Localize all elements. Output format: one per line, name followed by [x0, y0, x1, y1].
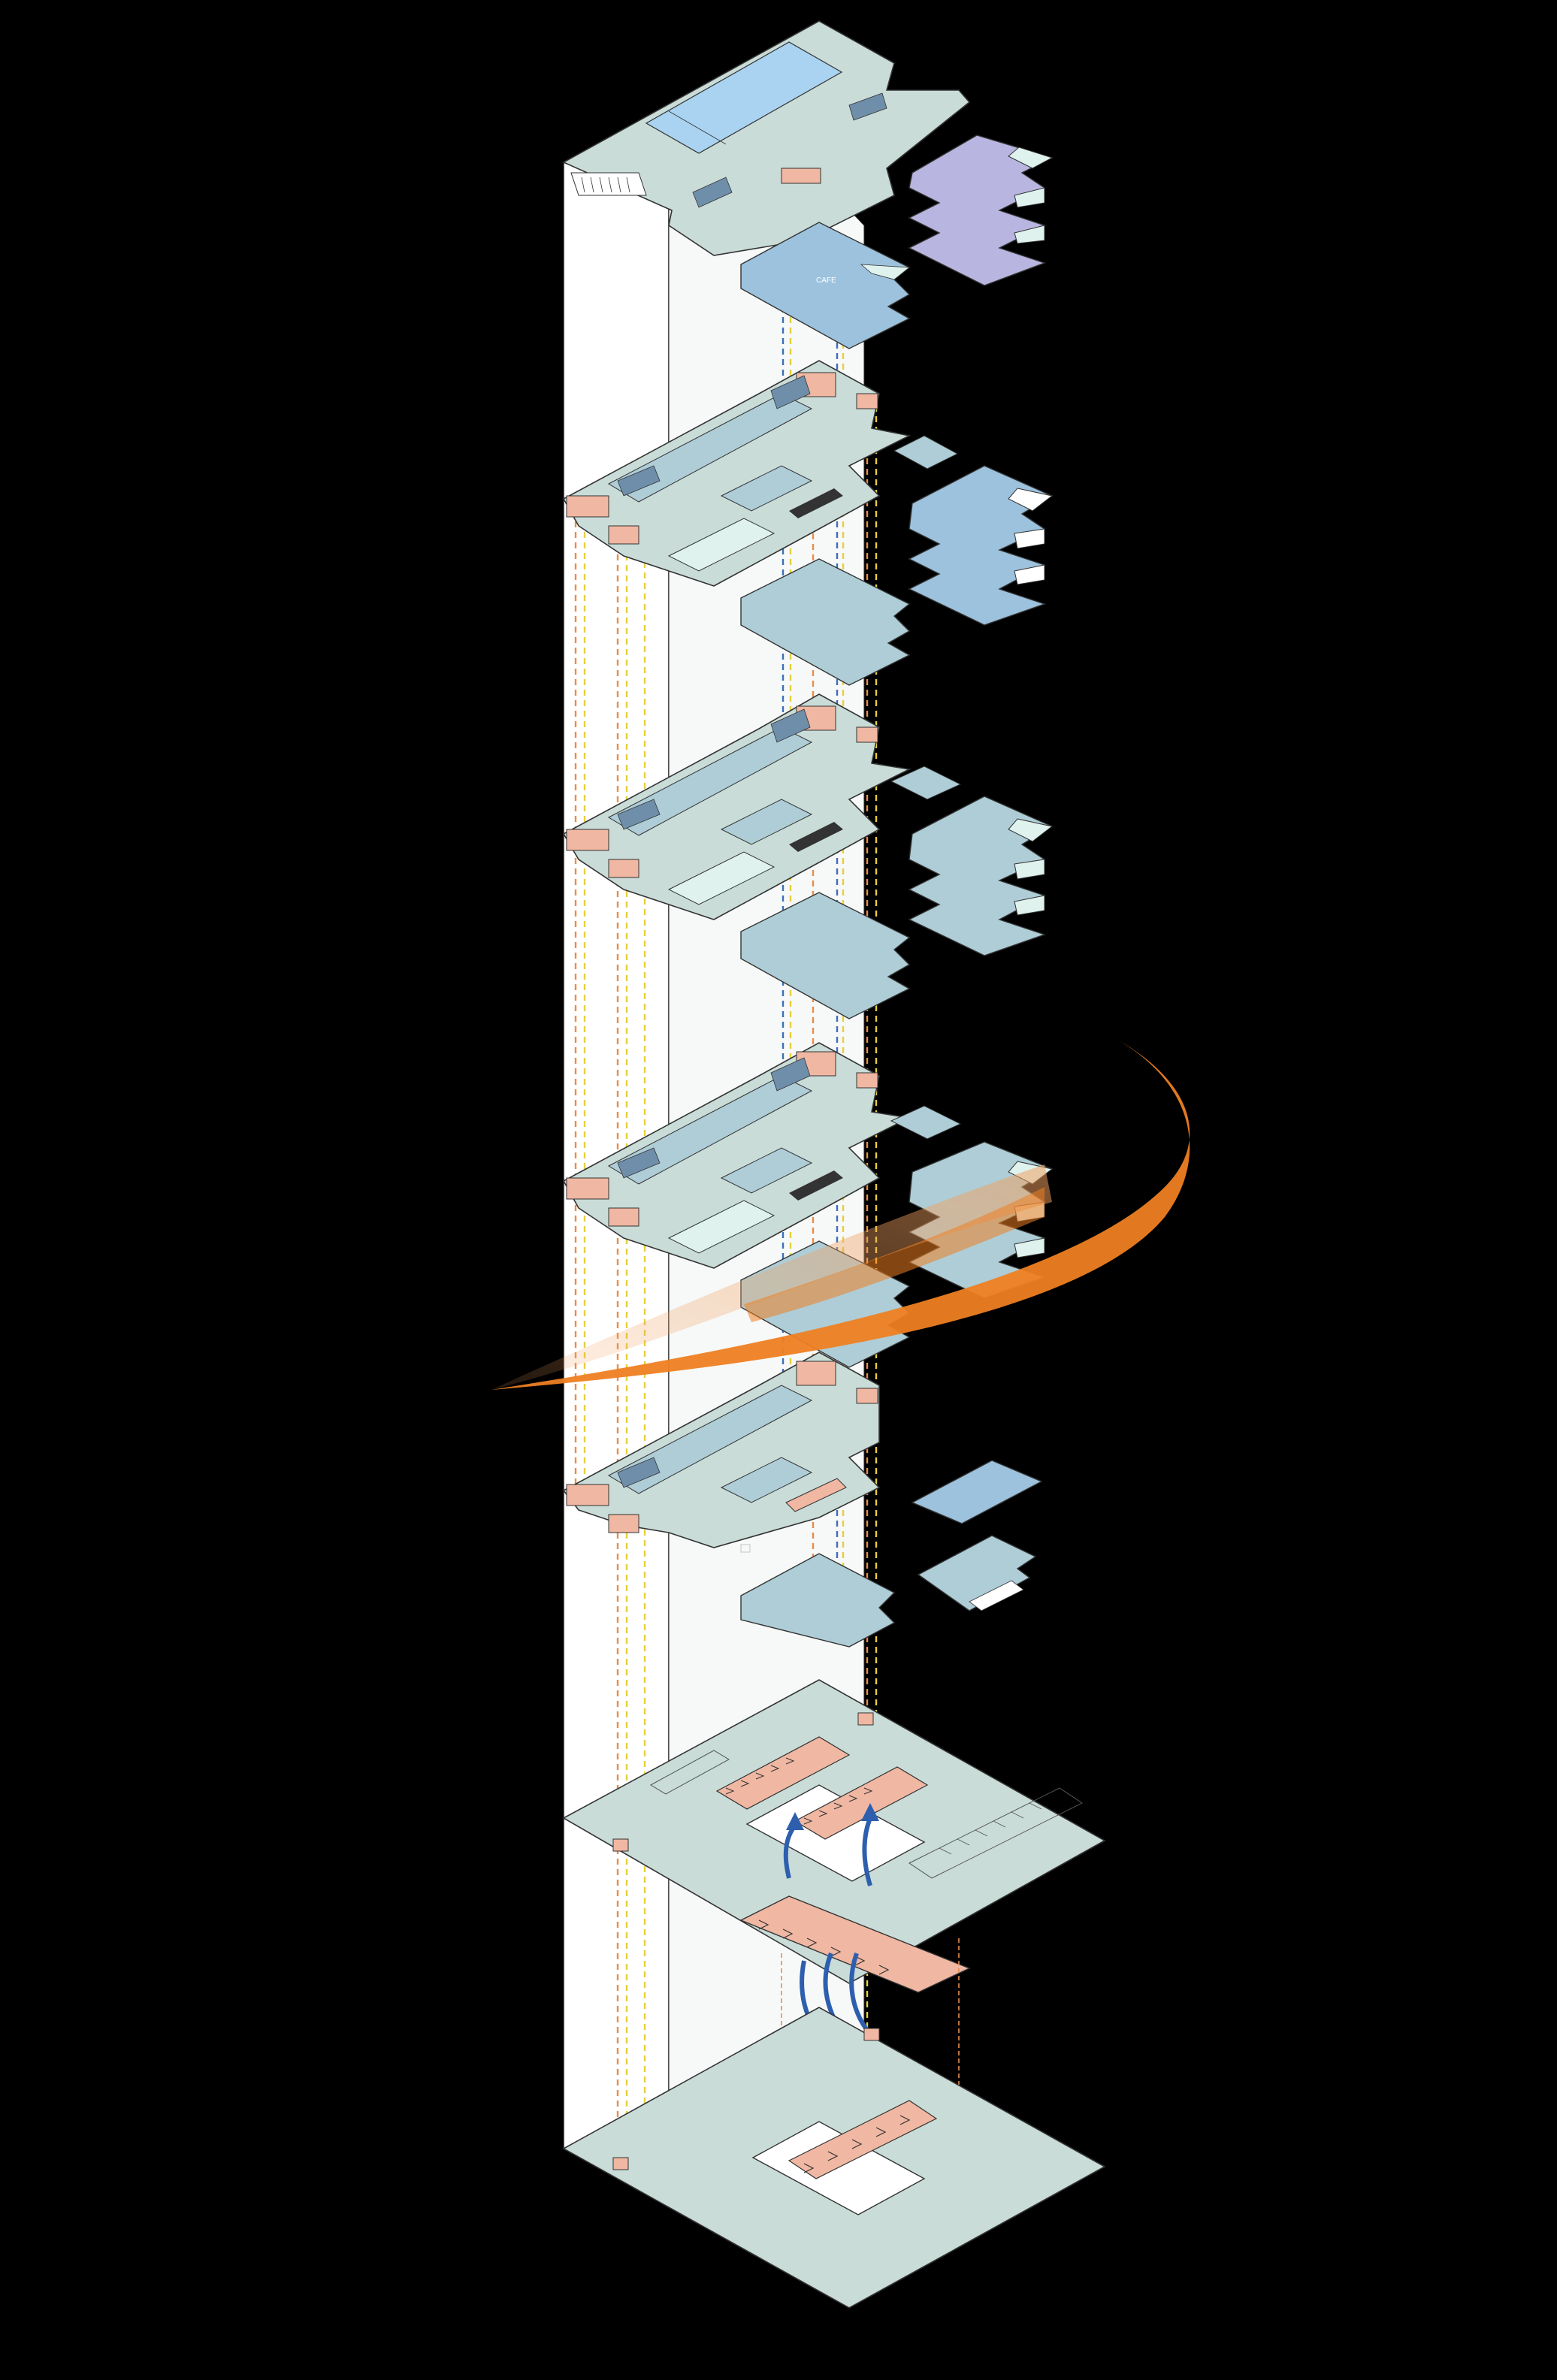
stair-icon [617, 1147, 661, 1179]
stair-icon [617, 799, 661, 830]
pool [645, 41, 843, 154]
escalator-icon [785, 1478, 847, 1512]
elevator-icon [566, 829, 609, 851]
stair-icon [770, 375, 811, 409]
elevator-icon [856, 726, 878, 743]
atrium-void [751, 2121, 926, 2215]
floor-2-pods [911, 1460, 1043, 1611]
stair-icon [617, 465, 661, 497]
escalator-icon [788, 2100, 938, 2179]
roof-plate [562, 20, 971, 256]
elevator-icon [608, 525, 639, 545]
f2-lower-slab [740, 1553, 896, 1648]
elevator-icon [781, 168, 821, 184]
floor-4-pod [890, 766, 1054, 956]
escalator-icon [789, 822, 843, 852]
ground-level [562, 1679, 1106, 1984]
floor-4 [562, 693, 912, 1019]
escalator-icon [794, 1766, 929, 1840]
floor-5 [562, 360, 912, 686]
elevator-icon [566, 1484, 609, 1506]
escalator-icon [789, 1170, 843, 1201]
elevator-icon [857, 1712, 874, 1726]
elevator-icon [796, 1361, 836, 1386]
roof-pod [908, 134, 1054, 286]
escalator-icon [789, 488, 843, 518]
stair-icon [848, 92, 887, 121]
roof-level [562, 20, 971, 256]
elevator-icon [566, 1177, 609, 1200]
floor-2 [562, 1352, 896, 1648]
cafe-label: CAFE [816, 276, 836, 285]
office-zone [607, 1385, 813, 1494]
stair-icon [570, 172, 647, 196]
elevator-icon [608, 1514, 639, 1533]
f4-lower-slab [740, 892, 911, 1019]
office-zone [607, 1075, 813, 1185]
orbit-swoosh-icon [491, 1037, 1190, 1390]
elevator-icon [856, 1072, 878, 1089]
elevator-icon [612, 1838, 629, 1852]
elevator-icon [863, 2028, 880, 2041]
stair-icon [617, 1457, 661, 1488]
elevator-icon [612, 2157, 629, 2170]
stair-icon [692, 177, 733, 208]
stair-icon [770, 708, 811, 743]
escalator-icon [715, 1736, 851, 1810]
office-zone [607, 393, 813, 503]
elevator-icon [608, 859, 639, 878]
f5-lower-slab [740, 558, 911, 686]
floor-5-pod [893, 435, 1054, 626]
cafe-level: CAFE [740, 222, 911, 349]
elevator-icon [856, 1388, 878, 1404]
stair-icon [770, 1057, 811, 1092]
elevator-icon [608, 1207, 639, 1227]
elevator-icon [566, 495, 609, 518]
escalator-icon [739, 1895, 971, 1993]
office-zone [607, 726, 813, 836]
elevator-icon [856, 393, 878, 409]
basement-level [562, 2007, 1106, 2309]
